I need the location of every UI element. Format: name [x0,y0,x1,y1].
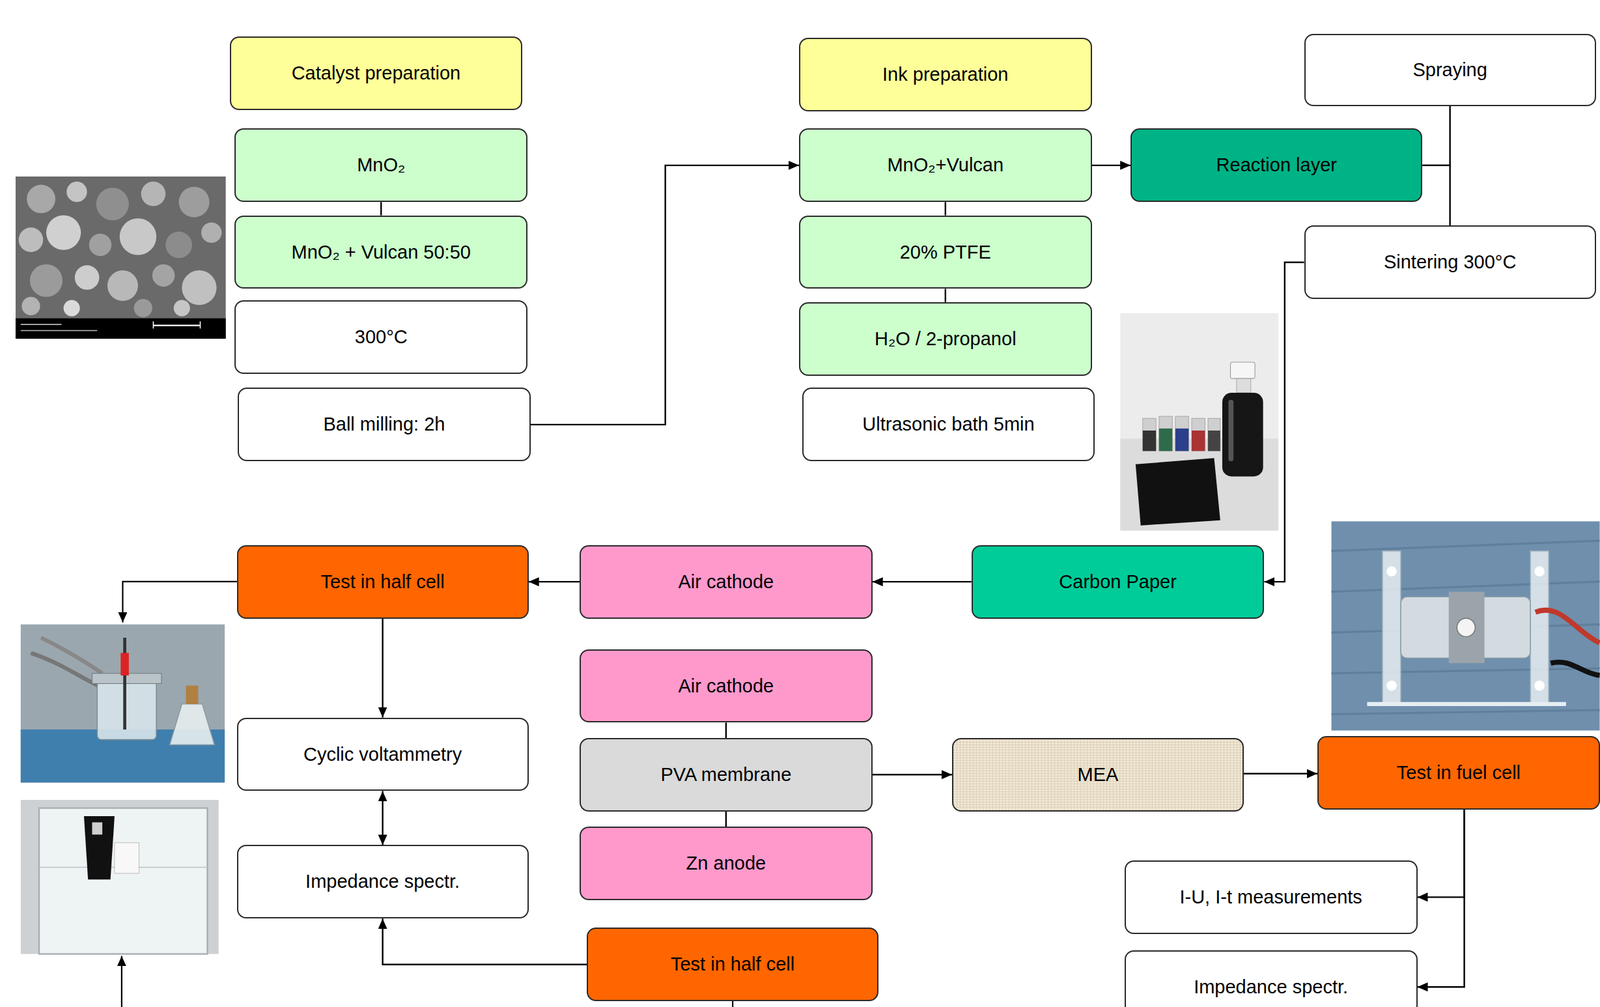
box-label: Air cathode [678,570,775,594]
substrate-box: Carbon Paper [971,545,1265,619]
connector-arrow [1417,809,1465,898]
connector-arrow [382,918,587,965]
box-label: MnO₂+Vulcan [886,153,1004,177]
box-label: Reaction layer [1216,153,1337,177]
material-box: H₂O / 2-propanol [799,302,1093,376]
half-cell-photo [20,624,225,783]
connector-arrow [1422,106,1450,166]
electrode-box: Zn anode [579,826,873,900]
box-label: Ball milling: 2h [322,412,445,436]
fuel-cell-photo [1331,520,1600,730]
box-label: Sintering 300°C [1383,250,1516,274]
box-label: Carbon Paper [1058,570,1177,594]
box-label: I-U, I-t measurements [1179,885,1362,909]
assembly-box: MEA [952,737,1244,812]
box-label: Ultrasonic bath 5min [862,412,1035,436]
material-box: 20% PTFE [799,215,1093,290]
process-box: 300°C [234,300,528,374]
box-label: Cyclic voltammetry [303,743,462,766]
material-box: MnO₂ + Vulcan 50:50 [234,215,528,290]
connector-arrow [528,580,580,583]
process-box: Impedance spectr. [237,844,529,919]
connector-arrow [872,580,972,583]
connector-arrow [1263,262,1304,582]
connector-arrow [725,722,727,738]
connector-arrow [381,790,383,845]
process-box: Sintering 300°C [1304,225,1597,299]
material-box: MnO₂ [234,128,528,202]
process-box: Cyclic voltammetry [237,717,529,792]
connector-arrow [944,201,947,215]
connector-arrow [1092,164,1132,167]
box-label: Catalyst preparation [291,61,462,85]
stage-heading: Catalyst preparation [229,36,523,111]
connector-arrow [380,201,382,215]
beaker-photo [20,799,219,955]
box-label: PVA membrane [660,763,792,786]
box-label: 300°C [354,325,408,349]
spray-photo [1120,313,1279,531]
box-label: MEA [1077,763,1119,786]
process-box: Ball milling: 2h [237,387,531,462]
box-label: Test in fuel cell [1396,761,1521,785]
test-box: Test in half cell [586,927,879,1001]
box-label: Zn anode [686,851,767,875]
box-label: Test in half cell [670,952,795,976]
electrode-box: Air cathode [579,649,873,723]
connector-arrow [1417,809,1465,988]
connector-arrow [381,618,383,718]
box-label: H₂O / 2-propanol [874,327,1017,351]
process-box: Ultrasonic bath 5min [802,387,1096,462]
connector-arrow [530,165,800,425]
connector-arrow [725,811,727,828]
process-box: I-U, I-t measurements [1124,860,1418,934]
box-label: MnO₂ [356,153,406,177]
membrane-box: PVA membrane [579,737,873,812]
stage-heading: Ink preparation [799,37,1093,112]
sem-micrograph [15,176,226,339]
box-label: Impedance spectr. [305,870,460,893]
box-label: 20% PTFE [899,240,992,264]
connector-arrow [944,288,947,302]
test-box: Test in fuel cell [1317,735,1600,810]
box-label: Ink preparation [882,63,1009,86]
connector-arrow [1243,772,1318,775]
test-box: Test in half cell [237,545,529,619]
box-label: Air cathode [678,674,775,698]
layer-box: Reaction layer [1130,128,1423,202]
connector-arrow [1422,165,1450,226]
box-label: MnO₂ + Vulcan 50:50 [291,240,471,264]
connector-arrow [872,773,953,775]
box-label: Impedance spectr. [1193,975,1348,999]
process-box: Spraying [1304,33,1597,107]
box-label: Spraying [1412,58,1487,82]
box-label: Test in half cell [321,570,445,594]
electrode-box: Air cathode [579,545,873,619]
process-box: Impedance spectr. [1124,950,1418,1007]
material-box: MnO₂+Vulcan [799,128,1093,202]
